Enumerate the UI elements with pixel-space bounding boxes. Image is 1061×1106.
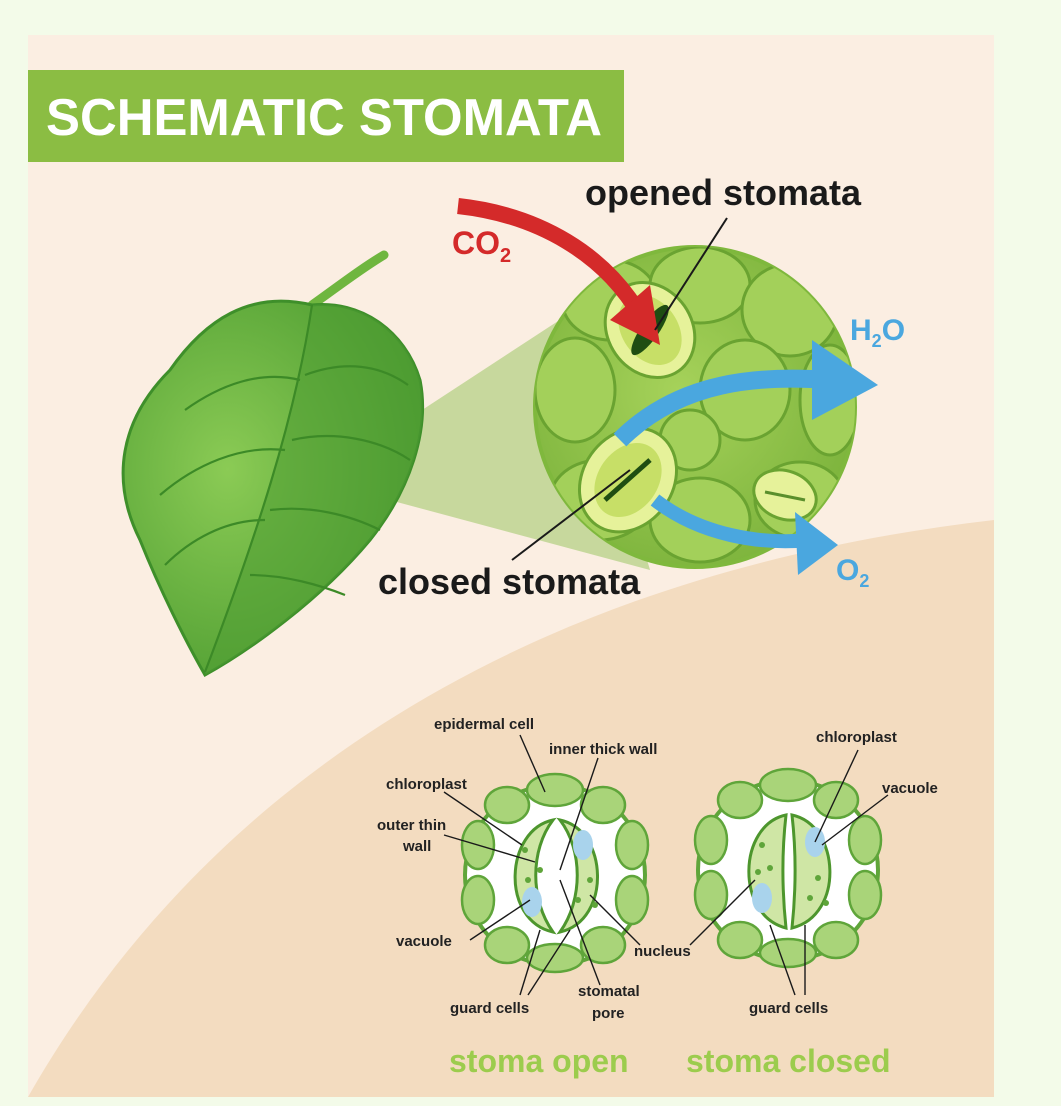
label-outer-thin-wall-1: outer thin <box>377 817 446 834</box>
label-vacuole-open: vacuole <box>396 933 452 950</box>
epidermal-cells-closed <box>693 767 883 969</box>
detail-leaders <box>443 734 889 996</box>
small-stoma <box>752 468 818 522</box>
label-chloroplast-closed: chloroplast <box>816 729 897 746</box>
leaf-stem <box>307 250 389 310</box>
leaf-illustration <box>121 250 424 678</box>
stoma-open-detail <box>460 772 650 974</box>
label-guard-cells-open: guard cells <box>450 1000 529 1017</box>
leaf-shade <box>205 304 423 675</box>
co2-arrow <box>457 198 647 320</box>
h2o-arrowhead <box>812 340 878 420</box>
label-nucleus: nucleus <box>634 943 691 960</box>
label-outer-thin-wall-2: wall <box>402 838 431 855</box>
co2-label: CO2 <box>452 225 511 267</box>
label-inner-thick-wall: inner thick wall <box>549 741 657 758</box>
o2-label: O2 <box>836 554 869 591</box>
opened-stomata-leader <box>654 217 728 331</box>
leaf-veins <box>159 304 411 673</box>
label-epidermal-cell: epidermal cell <box>434 716 534 733</box>
epidermal-cells-open <box>460 772 650 974</box>
title-bar <box>28 70 624 162</box>
closed-stomata-label: closed stomata <box>378 561 641 602</box>
label-vacuole-closed: vacuole <box>882 780 938 797</box>
opened-stomata-label: opened stomata <box>585 172 862 213</box>
stoma-closed-detail <box>693 767 883 969</box>
o2-arrow <box>650 494 811 549</box>
page-title: SCHEMATIC STOMATA <box>46 89 602 147</box>
h2o-label: H2O <box>850 314 905 351</box>
h2o-arrow <box>613 369 831 447</box>
label-stomatal-pore-2: pore <box>592 1005 625 1022</box>
label-guard-cells-closed: guard cells <box>749 1000 828 1017</box>
co2-arrowhead <box>610 285 660 345</box>
caption-stoma-closed: stoma closed <box>686 1043 891 1079</box>
label-chloroplast-open: chloroplast <box>386 776 467 793</box>
o2-arrowhead <box>795 512 838 575</box>
caption-stoma-open: stoma open <box>449 1043 629 1079</box>
label-stomatal-pore-1: stomatal <box>578 983 640 1000</box>
closed-stomata-leader <box>511 469 631 561</box>
